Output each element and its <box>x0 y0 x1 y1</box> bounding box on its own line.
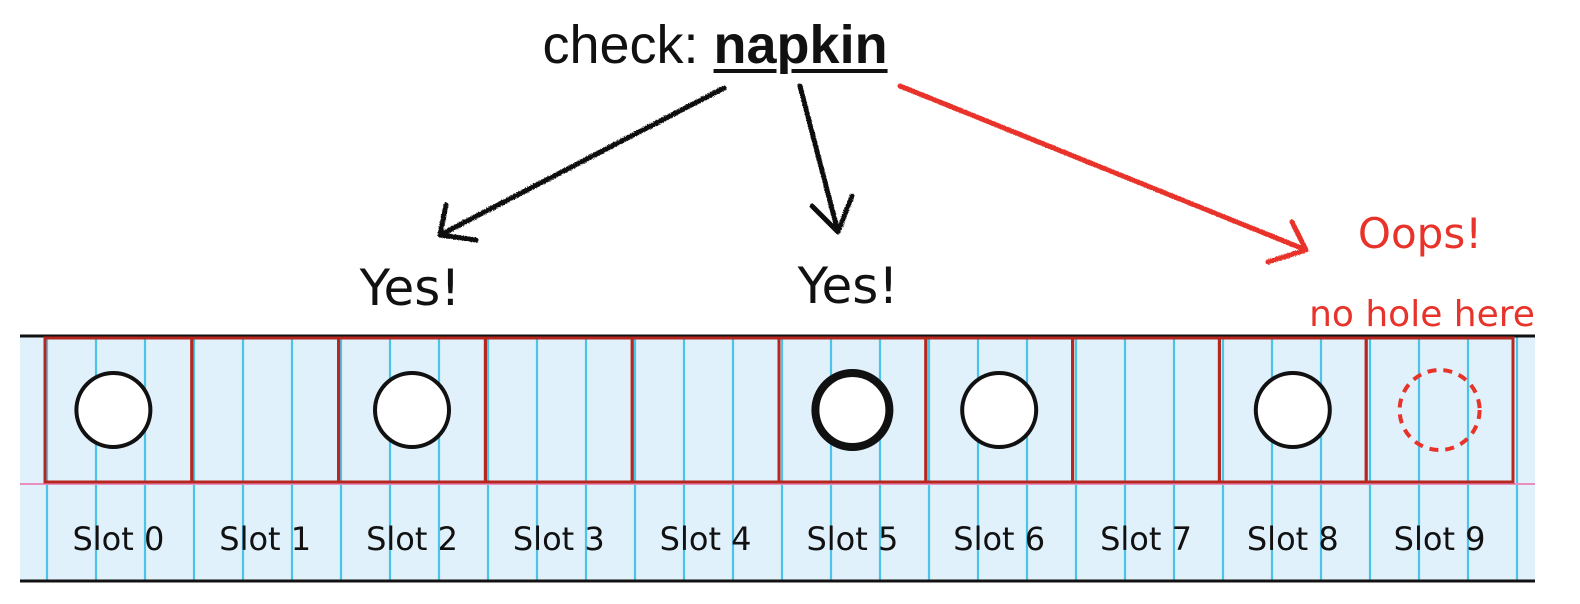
slot-label-2: Slot 2 <box>366 520 458 558</box>
slot-box-9 <box>1364 336 1515 484</box>
result-label-slot-9: Oops! <box>1358 209 1482 258</box>
slot-label-1: Slot 1 <box>219 520 311 558</box>
result-label-slot-2: Yes! <box>359 259 461 317</box>
arrow-to-slot-2 <box>437 85 727 243</box>
result-sublabel-slot-9: no hole here <box>1309 294 1535 335</box>
hole-slot-2 <box>373 371 451 449</box>
slot-label-5: Slot 5 <box>806 520 898 558</box>
slot-labels: Slot 0 Slot 1 Slot 2 Slot 3 Slot 4 Slot 5 Slot… <box>72 520 1485 558</box>
title-prefix: check: <box>542 15 699 75</box>
hole-slot-8 <box>1253 371 1332 449</box>
slot-boxes <box>43 336 1515 484</box>
hole-slot-0 <box>74 371 153 449</box>
hole-slot-5 <box>811 369 894 451</box>
slot-label-0: Slot 0 <box>72 520 164 558</box>
arrow-to-slot-9 <box>897 83 1309 265</box>
title: check: napkin <box>0 14 1430 76</box>
ruled-lines <box>45 336 1519 581</box>
hole-slot-6 <box>960 371 1039 449</box>
arrow-to-slot-5 <box>797 83 855 235</box>
slot-label-8: Slot 8 <box>1247 520 1339 558</box>
slot-label-9: Slot 9 <box>1394 520 1486 558</box>
missing-hole-slot-9 <box>1397 368 1482 452</box>
slot-label-3: Slot 3 <box>513 520 605 558</box>
result-label-slot-5: Yes! <box>797 257 899 315</box>
slot-label-6: Slot 6 <box>953 520 1045 558</box>
holes <box>74 368 1482 452</box>
slot-label-7: Slot 7 <box>1100 520 1192 558</box>
slot-label-4: Slot 4 <box>660 520 752 558</box>
title-word: napkin <box>713 15 888 75</box>
